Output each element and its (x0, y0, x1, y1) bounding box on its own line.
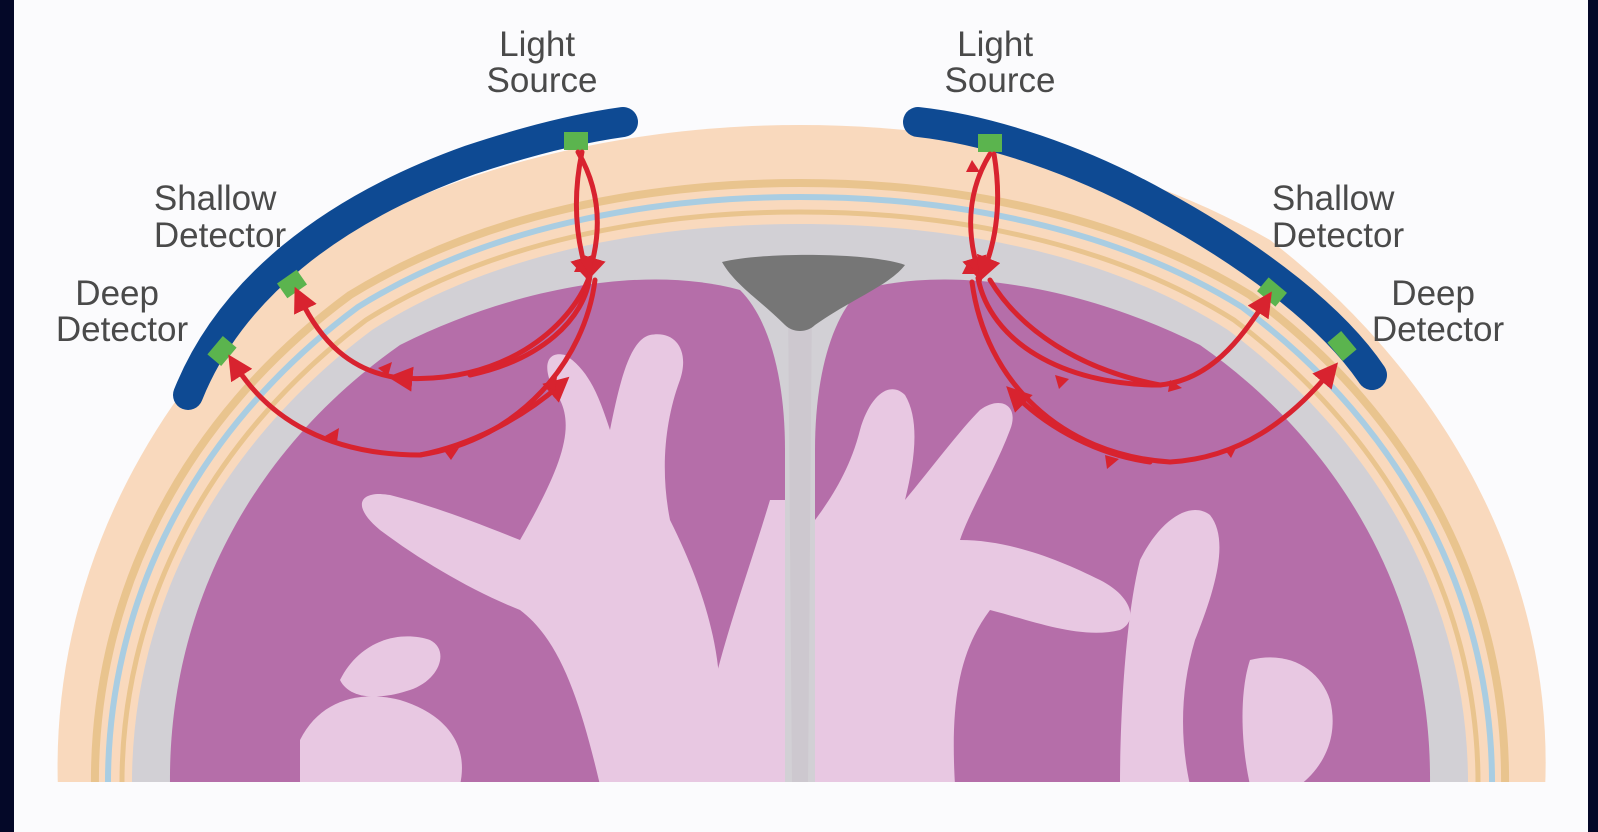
right-light-source-sensor (978, 134, 1002, 152)
left-shallow-detector-line2: Detector (154, 216, 287, 255)
right-shallow-detector-line1: Shallow (1272, 179, 1395, 218)
left-shallow-detector-line1: Shallow (154, 179, 277, 218)
left-light-source-line1: Light (499, 25, 575, 64)
right-light-source-line2: Source (945, 61, 1056, 100)
right-deep-detector-line1: Deep (1391, 274, 1475, 313)
left-deep-detector-label: Deep Detector (56, 274, 189, 349)
left-light-source-line2: Source (487, 61, 598, 100)
right-light-source-label: Light Source (945, 25, 1056, 100)
right-shallow-detector-label: Shallow Detector (1272, 179, 1405, 255)
right-light-source-line1: Light (957, 25, 1033, 64)
left-shallow-detector-label: Shallow Detector (154, 179, 287, 255)
left-light-source-label: Light Source (487, 25, 598, 100)
bottom-strip (14, 782, 1588, 832)
right-shallow-detector-line2: Detector (1272, 216, 1405, 255)
falx (788, 300, 812, 785)
left-deep-detector-line1: Deep (75, 274, 159, 313)
left-deep-detector-line2: Detector (56, 310, 189, 349)
right-deep-detector-line2: Detector (1372, 310, 1505, 349)
left-light-source-sensor (564, 132, 588, 150)
right-deep-detector-label: Deep Detector (1372, 274, 1505, 349)
